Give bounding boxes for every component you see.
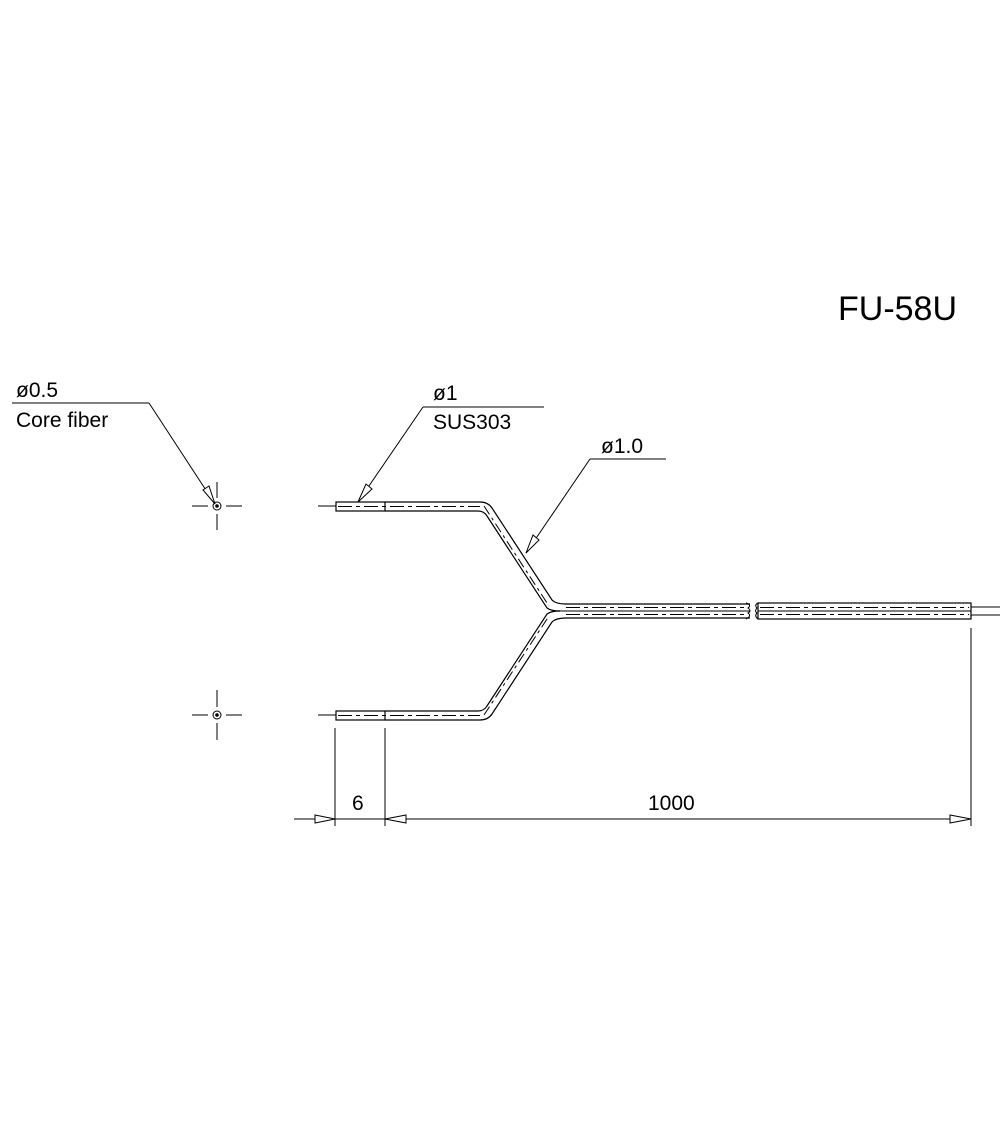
sleeve-material: SUS303 — [433, 411, 511, 434]
core-fiber-label: Core fiber — [16, 409, 108, 432]
sleeve-diameter: ø1 — [433, 382, 458, 405]
leader-arrow-icon — [357, 483, 373, 503]
fiber-branch-bottom — [318, 610, 750, 721]
dim-arrow-icon — [949, 814, 972, 824]
fiber-branch-top — [318, 501, 750, 612]
core-fiber-diameter: ø0.5 — [16, 379, 58, 402]
crosshair-bottom — [192, 690, 242, 740]
combined-cable — [560, 602, 1000, 620]
crosshair-top — [192, 482, 242, 530]
callout-sleeve: ø1 SUS303 — [357, 382, 544, 503]
dimension-sleeve-length: 6 — [352, 792, 364, 815]
model-title: FU-58U — [838, 290, 957, 328]
dimension-lines: 6 1000 — [294, 628, 972, 826]
leader-arrow-icon — [202, 485, 216, 505]
dimension-cable-length: 1000 — [648, 792, 695, 815]
cable-diameter: ø1.0 — [601, 435, 643, 458]
callout-core-fiber: ø0.5 Core fiber — [12, 379, 216, 505]
dim-arrow-icon — [384, 814, 407, 824]
callout-cable: ø1.0 — [525, 435, 666, 554]
leader-arrow-icon — [525, 534, 540, 554]
dim-arrow-icon — [314, 814, 336, 824]
